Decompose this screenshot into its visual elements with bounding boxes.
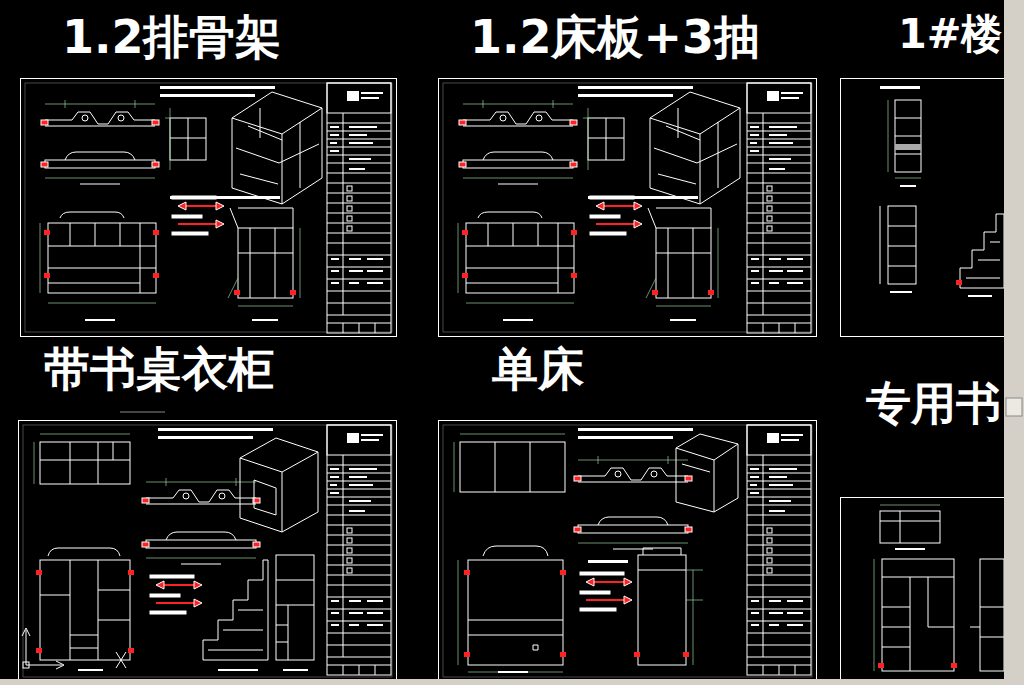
sheet-title: 单床 <box>492 344 584 395</box>
drawing-sheet: 1.2床板+3抽 <box>438 12 830 337</box>
stair-drawing <box>880 86 1004 296</box>
desk-drawing <box>874 505 1004 671</box>
sheet-frame <box>438 78 817 337</box>
title-block <box>747 425 811 675</box>
drawing-sheet: 单床 <box>438 344 817 682</box>
wardrobe-drawing <box>34 428 318 670</box>
bunk-bed-drawing <box>458 86 740 320</box>
sheet-frame <box>20 78 397 337</box>
bunk-bed-drawing <box>40 86 322 320</box>
drawing-sheet: 1#楼 <box>840 12 1024 337</box>
drawing-sheet: 专用书 <box>840 380 1024 682</box>
sheet-title: 1#楼 <box>898 12 1002 58</box>
title-block <box>327 83 391 333</box>
title-block <box>747 83 811 333</box>
sheet-title: 1.2排骨架 <box>62 12 282 63</box>
sheet-title: 1.2床板+3抽 <box>470 12 760 63</box>
scrollbar <box>1004 0 1024 685</box>
sheet-frame <box>18 420 397 682</box>
sheet-frame <box>438 420 817 682</box>
sheet-frame <box>840 497 1024 682</box>
status-bar <box>0 679 1004 685</box>
single-bed-drawing <box>454 428 738 672</box>
scroll-thumb <box>1006 398 1022 416</box>
ucs-icon <box>22 628 126 669</box>
sheet-title: 带书桌衣柜 <box>44 344 274 395</box>
sheet-inner-border <box>23 83 812 677</box>
cad-line <box>120 412 165 413</box>
sheet-title: 专用书 <box>866 380 1001 429</box>
sheet-frame <box>840 78 1024 337</box>
title-block <box>327 425 391 675</box>
drawing-sheet: 1.2排骨架 <box>20 12 430 337</box>
drawing-sheet: 带书桌衣柜 <box>18 344 400 682</box>
